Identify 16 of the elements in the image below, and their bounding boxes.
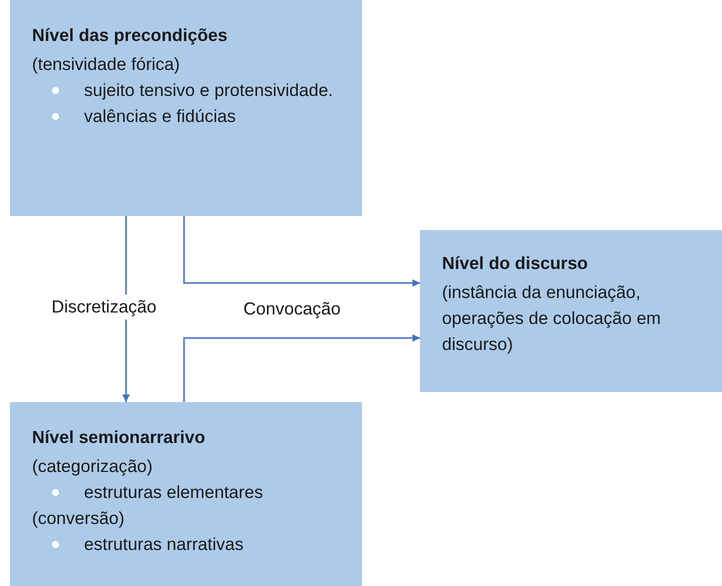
bullet-item: estruturas elementares (32, 479, 348, 505)
heading: Nível semionarrarivo (32, 426, 206, 449)
arrow (183, 216, 420, 287)
text: (tensividade fórica) (32, 53, 181, 76)
arrow (183, 334, 420, 402)
text: (instância da enunciação, operações de colocação em discurso) (442, 281, 662, 356)
text-box (10, 402, 362, 586)
bullet-item: valências e fidúcias (32, 103, 348, 129)
heading: Nível do discurso (442, 252, 589, 275)
text: (conversão) (32, 507, 126, 530)
bullet-item: estruturas narrativas (32, 531, 348, 557)
text-box (10, 0, 362, 216)
text-box (420, 230, 722, 392)
heading: Nível das precondições (32, 24, 228, 47)
text: (categorização) (32, 455, 154, 478)
bullet-item: sujeito tensivo e protensividade. (32, 77, 348, 103)
